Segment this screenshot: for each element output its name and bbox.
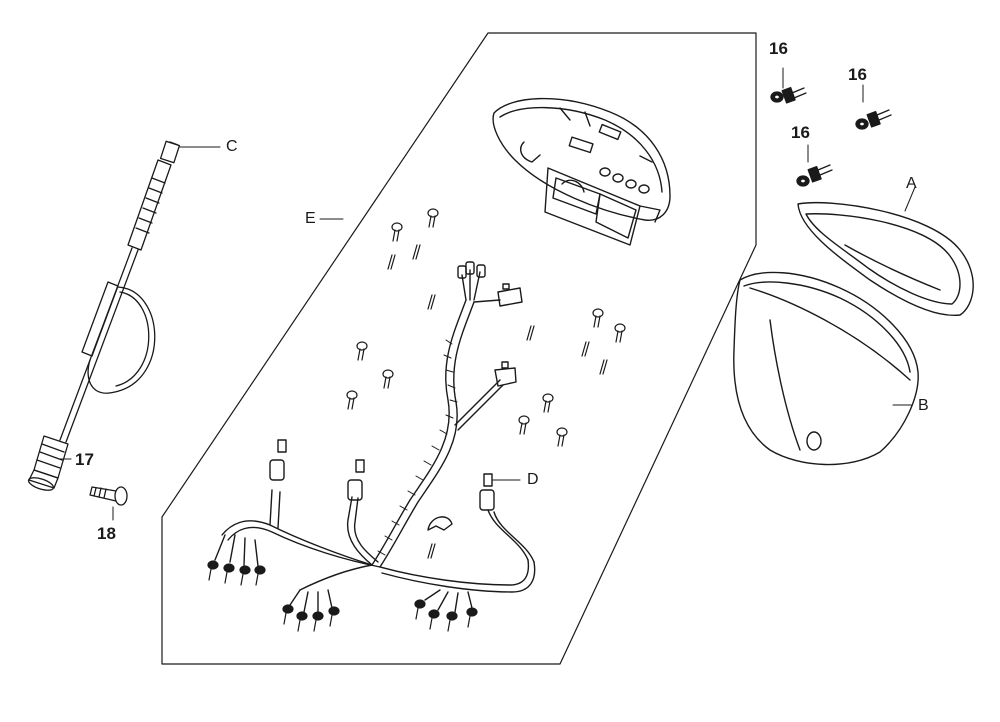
callout-16-first: 16 [769,39,788,58]
meter-visor-a [797,201,974,317]
callout-17: 17 [75,450,94,469]
leader-lines [59,67,916,521]
meter-assembly [492,97,671,246]
callout-16-second: 16 [848,65,867,84]
speedometer-cable [27,140,181,491]
callout-18: 18 [97,524,116,543]
screw-18 [89,486,128,506]
bolt-16-b [855,109,892,130]
assembly-group-boundary [161,32,757,665]
callout-e: E [305,210,316,227]
callout-b: B [918,397,929,414]
bolt-16-c [796,164,833,187]
assembly-screws [346,208,626,559]
callout-16-third: 16 [791,123,810,142]
bolt-16-a [770,87,807,104]
callout-d: D [527,471,539,488]
wire-harness [207,261,536,632]
callout-a: A [906,175,917,192]
callout-c: C [226,138,238,155]
meter-cover-b [733,271,919,466]
